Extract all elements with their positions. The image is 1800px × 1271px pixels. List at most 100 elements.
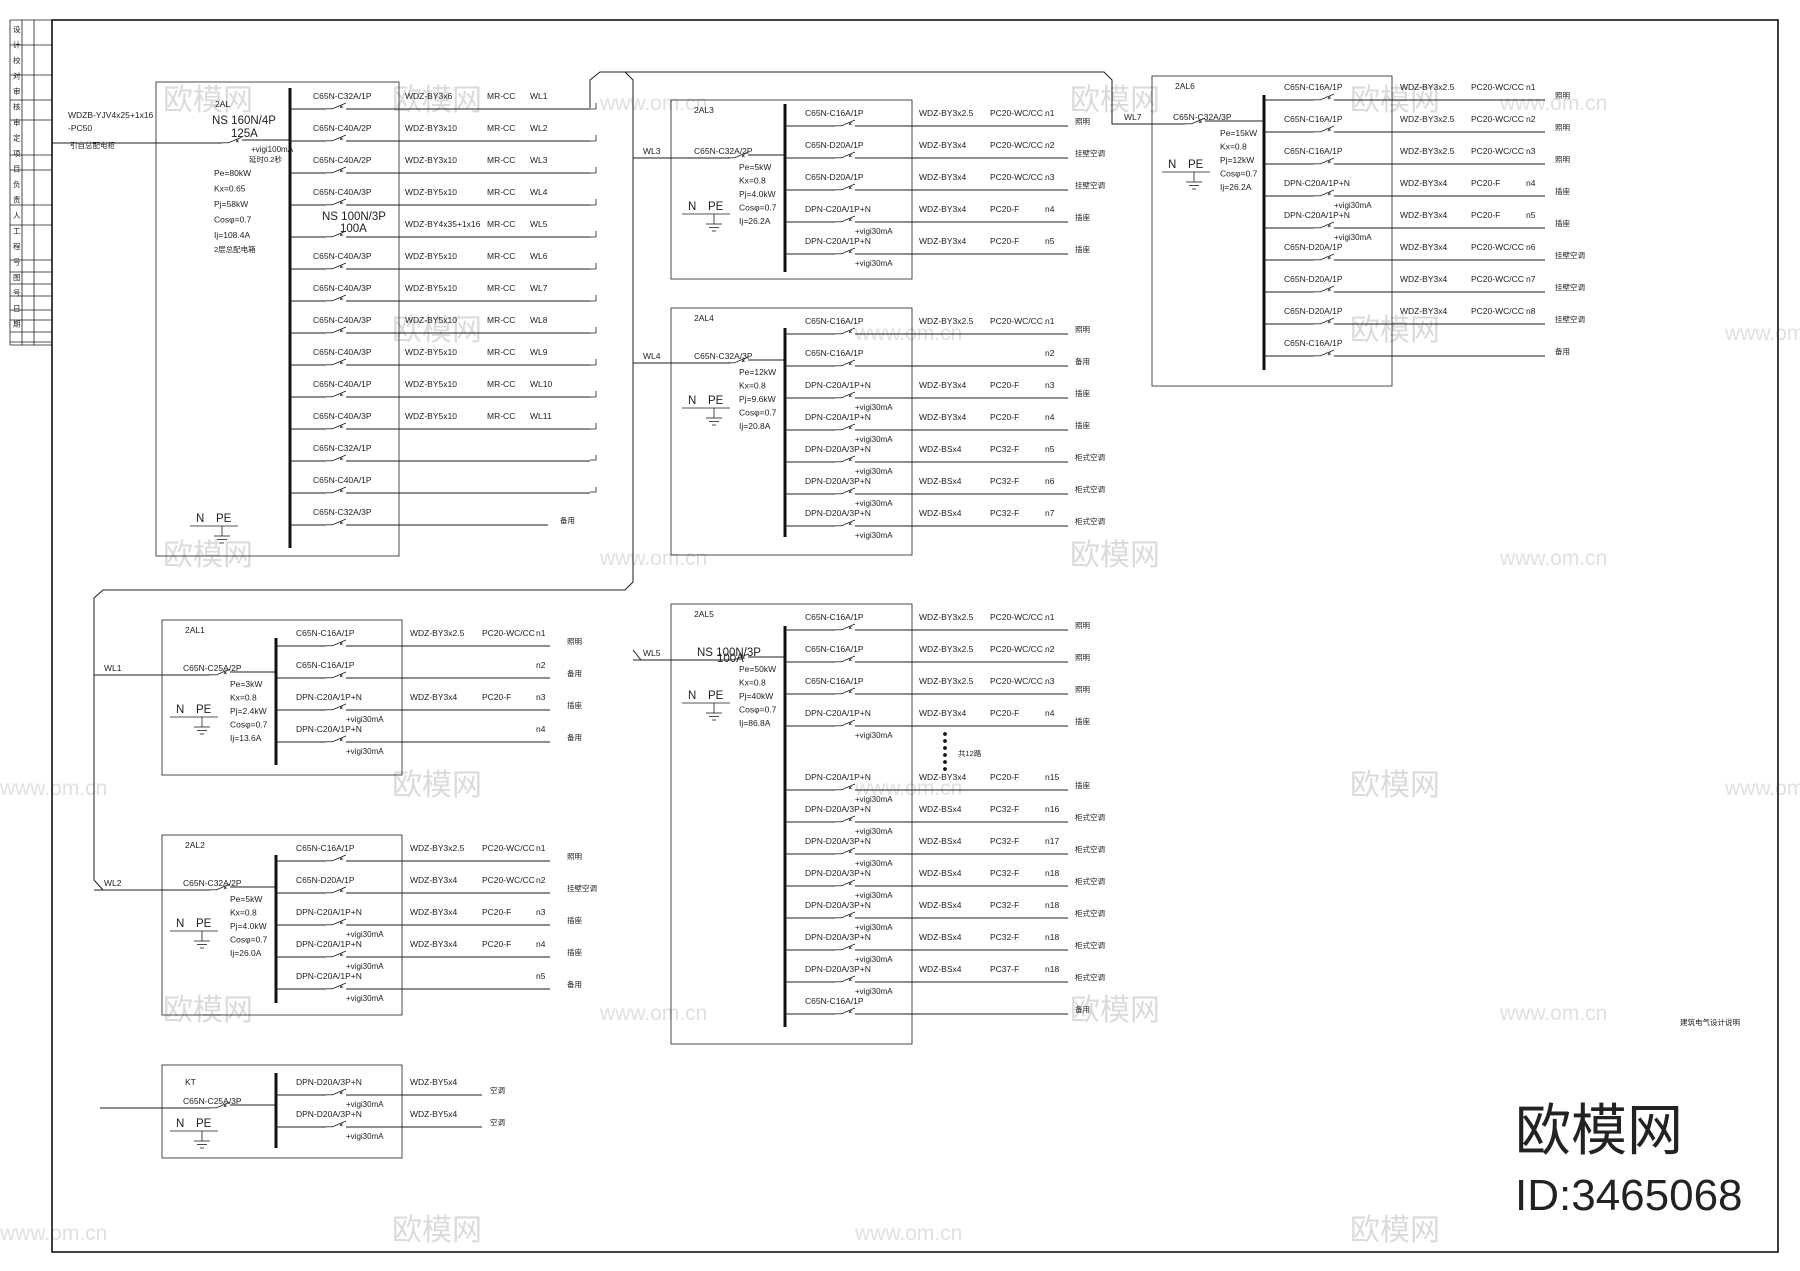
circuit-breaker-label: DPN-C20A/1P+N — [1284, 210, 1350, 220]
circuit-id: n18 — [1045, 868, 1059, 878]
circuit-id: n4 — [1526, 178, 1536, 188]
reference-note: 建筑电气设计说明 — [1680, 1017, 1740, 1027]
breaker-symbol — [835, 911, 856, 919]
load-param: Pe=80kW — [214, 168, 251, 178]
main-rcd-label: +vigi100mA — [251, 145, 294, 154]
load-param: Pj=40kW — [739, 691, 773, 701]
breaker-blade — [840, 455, 856, 463]
circuit-use: 挂壁空调 — [1075, 148, 1105, 158]
circuit-id: n18 — [1045, 932, 1059, 942]
panel-outline-al1 — [161, 619, 403, 776]
circuit-use: 插座 — [1555, 218, 1571, 228]
circuit-conduit: PC20-F — [990, 236, 1019, 246]
continuation-dot — [943, 753, 947, 757]
panel-outline-al5 — [670, 603, 913, 1045]
breaker-symbol — [1314, 157, 1335, 165]
breaker-symbol — [1314, 93, 1335, 101]
circuit-breaker-label: C65N-C16A/1P — [296, 843, 355, 853]
breaker-symbol — [1185, 117, 1206, 125]
breaker-blade — [840, 655, 856, 663]
circuit-use: 挂壁空调 — [1555, 282, 1585, 292]
title-strip-char: 工 — [13, 227, 21, 236]
circuit-breaker-label: C65N-C16A/1P — [805, 108, 864, 118]
circuit-id: n1 — [536, 843, 546, 853]
circuit-conduit: PC20-WC/CC — [1471, 274, 1524, 284]
circuit-use: 插座 — [1075, 716, 1091, 726]
breaker-symbol — [835, 247, 856, 255]
circuit-use: 柜式空调 — [1075, 516, 1105, 526]
neutral-label: N — [688, 690, 696, 702]
title-strip-char: 设 — [13, 24, 21, 34]
circuit-cable: WDZ-BSx4 — [919, 964, 962, 974]
circuit-breaker-label: DPN-C20A/1P+N — [805, 204, 871, 214]
watermark-layer: 欧模网欧模网欧模网欧模网欧模网欧模网欧模网欧模网欧模网欧模网欧模网欧模网欧模网欧… — [0, 84, 1800, 1247]
outgoing-circuit: C65N-C32A/1P — [290, 443, 590, 462]
circuit-id: WL4 — [530, 187, 548, 197]
breaker-blade — [840, 687, 856, 695]
circuit-breaker-label: DPN-D20A/3P+N — [805, 804, 871, 814]
watermark-url: www.om.cn — [1499, 547, 1607, 570]
breaker-symbol — [835, 719, 856, 727]
breaker-symbol — [835, 975, 856, 983]
circuit-use: 柜式空调 — [1075, 484, 1105, 494]
panel-name-kt: KT — [185, 1077, 196, 1087]
breaker-blade — [331, 854, 347, 862]
pe-label: PE — [708, 201, 724, 213]
watermark-brand: 欧模网 — [1350, 314, 1440, 347]
load-param: Ij=20.8A — [739, 421, 771, 431]
circuit-use: 照明 — [1555, 123, 1570, 132]
circuit-use: 插座 — [1075, 388, 1091, 398]
breaker-mark — [741, 359, 745, 363]
load-param: Pe=12kW — [739, 367, 776, 377]
load-param: Cosφ=0.7 — [230, 720, 268, 730]
circuit-cable: WDZ-BY3x4 — [410, 875, 458, 885]
circuit-use: 柜式空调 — [1075, 972, 1105, 982]
breaker-blade — [1319, 285, 1335, 293]
circuit-rcd: +vigi30mA — [346, 747, 384, 756]
breaker-symbol — [835, 815, 856, 823]
load-param: Pj=2.4kW — [230, 706, 267, 716]
breaker-mark — [1327, 160, 1331, 164]
circuit-conduit: MR-CC — [487, 155, 515, 165]
title-strip-char: 号 — [13, 258, 21, 267]
circuit-id: n8 — [1526, 306, 1536, 316]
circuit-use: 挂壁空调 — [567, 883, 597, 893]
circuit-breaker-label: C65N-D20A/1P — [805, 172, 864, 182]
load-param: Pj=58kW — [214, 199, 248, 209]
circuit-cable: WDZ-BY3x2.5 — [919, 644, 974, 654]
neutral-label: N — [688, 395, 696, 407]
circuit-use: 插座 — [567, 947, 582, 957]
load-param: Ij=13.6A — [230, 733, 262, 743]
outgoing-circuit: C65N-C40A/1P — [290, 475, 590, 494]
breaker-mark — [848, 250, 852, 254]
circuit-conduit: PC20-WC/CC — [1471, 146, 1524, 156]
circuit-id: n4 — [1045, 412, 1055, 422]
watermark-url: www.om.cn — [1499, 1002, 1607, 1025]
title-strip-char: 日 — [13, 304, 21, 313]
circuit-conduit: PC20-WC/CC — [482, 843, 535, 853]
breaker-blade — [331, 1088, 347, 1096]
circuit-cable: WDZ-BY4x35+1x16 — [405, 219, 481, 229]
load-param: Pj=4.0kW — [230, 921, 267, 931]
breaker-mark — [339, 521, 343, 525]
circuit-rcd: +vigi30mA — [855, 923, 893, 932]
breaker-blade — [215, 668, 231, 676]
title-strip-char: 对 — [13, 71, 21, 81]
breaker-mark — [1327, 352, 1331, 356]
circuit-cable: WDZ-BSx4 — [919, 444, 962, 454]
panel-name-al5: 2AL5 — [694, 609, 714, 619]
feeder-tie — [590, 423, 597, 430]
breaker-symbol — [326, 294, 347, 302]
circuit-id: n2 — [536, 660, 546, 670]
circuit-cable: WDZ-BY3x4 — [919, 772, 967, 782]
circuit-cable: WDZ-BY5x10 — [405, 379, 457, 389]
main-rcd-delay: 延时0.2秒 — [249, 154, 282, 164]
circuit-id: n15 — [1045, 772, 1059, 782]
